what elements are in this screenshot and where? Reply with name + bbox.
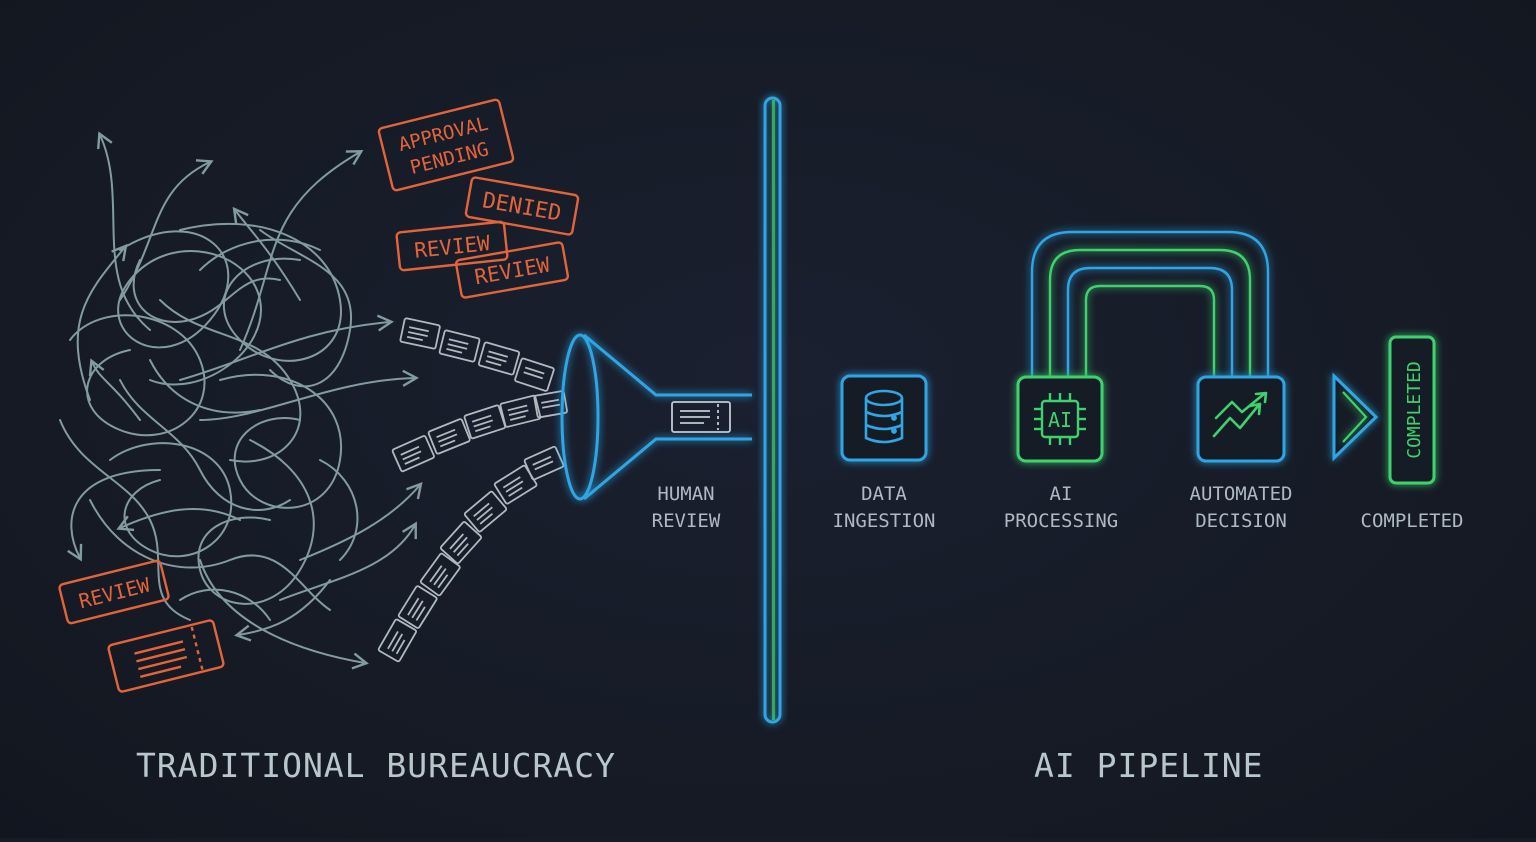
stamp-denied: DENIED — [464, 176, 580, 236]
ticket-icon — [439, 521, 482, 565]
section-title-ai-pipeline: AI PIPELINE — [1034, 746, 1264, 785]
stage-label-data-ingestion-line2: INGESTION — [832, 510, 936, 532]
stage-label-completed-line1: COMPLETED — [1360, 510, 1464, 532]
ai-chip-icon: AI — [1034, 393, 1086, 445]
stage-label-ai-processing: AI PROCESSING — [1004, 481, 1118, 535]
stage-label-completed: COMPLETED — [1361, 508, 1464, 535]
ticket-icon — [533, 390, 568, 419]
completed-badge-icon: COMPLETED — [1388, 335, 1436, 485]
stage-label-automated-decision: AUTOMATED DECISION — [1190, 481, 1293, 535]
ticket-icon — [419, 552, 461, 597]
tangled-arrows-icon — [59, 131, 423, 670]
ticket-icon — [477, 341, 521, 376]
ticket-icon — [399, 317, 441, 350]
stage-label-human-review: HUMAN REVIEW — [652, 481, 721, 535]
stage-box-data-ingestion — [840, 374, 928, 462]
ticket-icon — [499, 394, 542, 428]
stage-label-human-review-line1: HUMAN — [657, 483, 715, 505]
stamp-approval-pending: APPROVAL PENDING — [377, 98, 515, 192]
ticket-icon — [397, 585, 438, 629]
ticket-stream — [377, 317, 568, 663]
stage-label-data-ingestion: DATA INGESTION — [833, 481, 936, 535]
stage-label-human-review-line2: REVIEW — [651, 510, 721, 532]
stage-label-ai-processing-line2: PROCESSING — [1003, 510, 1119, 532]
section-title-traditional-bureaucracy: TRADITIONAL BUREAUCRACY — [136, 746, 616, 785]
trend-chart-icon — [1212, 391, 1268, 438]
ai-chip-text: AI — [1048, 408, 1072, 432]
stamp-review-1-text: REVIEW — [413, 231, 491, 263]
ticket-icon — [523, 445, 565, 481]
ticket-icon — [671, 401, 731, 433]
completed-badge-text: COMPLETED — [1404, 361, 1425, 459]
ticket-icon — [377, 618, 417, 663]
ticket-icon — [427, 418, 471, 455]
ticket-icon — [493, 464, 538, 505]
ticket-icon — [391, 435, 435, 473]
ticket-icon — [463, 404, 507, 440]
stage-label-automated-decision-line2: DECISION — [1195, 510, 1287, 532]
ticket-icon — [514, 357, 555, 392]
stage-label-data-ingestion-line1: DATA — [861, 483, 907, 505]
funnel-icon — [560, 333, 752, 501]
ticket-icon — [438, 329, 481, 363]
stage-box-ai-processing: AI — [1016, 375, 1104, 463]
ticket-icon — [107, 619, 225, 693]
divider-bar — [763, 96, 782, 724]
stamp-review-3: REVIEW — [58, 559, 170, 625]
ticket-icon — [463, 490, 508, 533]
stage-box-automated-decision — [1196, 375, 1286, 463]
stage-label-automated-decision-line1: AUTOMATED — [1189, 483, 1293, 505]
stage-label-ai-processing-line1: AI — [1049, 483, 1073, 505]
database-icon — [864, 389, 904, 444]
